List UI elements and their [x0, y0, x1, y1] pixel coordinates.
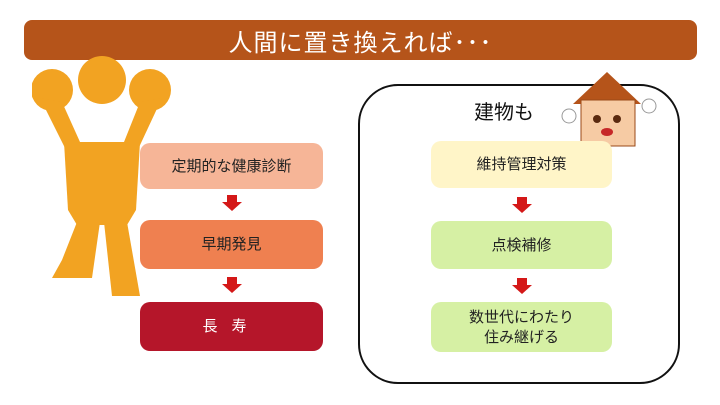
- right-step-2-label: 点検補修: [491, 235, 551, 255]
- right-step-1-label: 維持管理対策: [476, 154, 566, 174]
- down-arrow-icon: [512, 197, 532, 213]
- down-arrow-icon: [222, 277, 242, 293]
- right-step-3: 数世代にわたり 住み継げる: [431, 302, 612, 352]
- right-step-2: 点検補修: [431, 221, 612, 269]
- left-step-2: 早期発見: [140, 220, 323, 269]
- down-arrow-icon: [222, 195, 242, 211]
- left-step-3-label: 長寿: [202, 316, 260, 336]
- left-step-1: 定期的な健康診断: [140, 143, 323, 189]
- right-step-1: 維持管理対策: [431, 141, 612, 188]
- left-step-1-label: 定期的な健康診断: [171, 156, 291, 176]
- left-step-2-label: 早期発見: [201, 234, 261, 254]
- left-step-3: 長寿: [140, 302, 323, 351]
- right-step-3-label: 数世代にわたり 住み継げる: [469, 307, 574, 348]
- down-arrow-icon: [512, 278, 532, 294]
- building-panel-label: 建物も: [474, 96, 534, 125]
- page-title: 人間に置き換えれば･･･: [229, 23, 493, 58]
